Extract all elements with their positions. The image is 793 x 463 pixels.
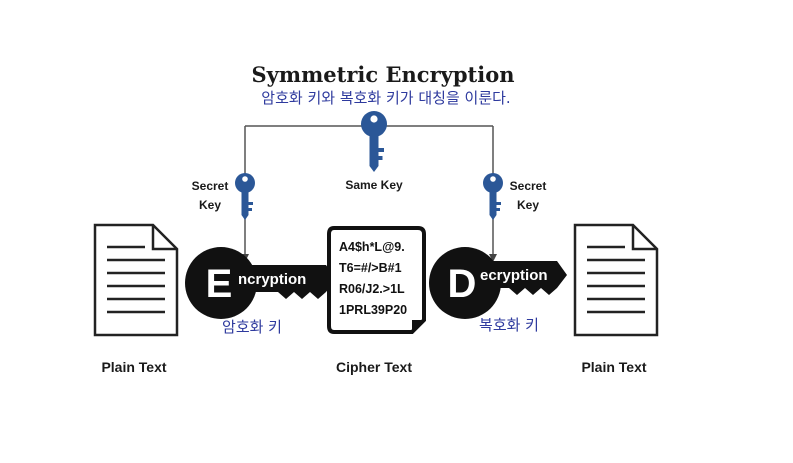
- secret-key-right-line2: Key: [517, 198, 539, 212]
- encryption-key-shape: [185, 247, 336, 319]
- cipher-line: 1PRL39P20: [339, 303, 407, 317]
- secret-key-left-icon: [235, 173, 255, 220]
- plain-text-right-label: Plain Text: [581, 359, 646, 375]
- encryption-letter: E: [206, 262, 233, 306]
- secret-key-left-line2: Key: [199, 198, 221, 212]
- cipher-text-label: Cipher Text: [336, 359, 412, 375]
- page-subtitle: 암호화 키와 복호화 키가 대칭을 이룬다.: [261, 89, 510, 107]
- encryption-label: ncryption: [238, 271, 306, 288]
- encryption-key-korean: 암호화 키: [222, 318, 282, 336]
- plain-text-right-document-icon: [573, 223, 659, 337]
- same-key-icon: [361, 111, 387, 172]
- same-key-label: Same Key: [345, 178, 403, 192]
- secret-key-left-line1: Secret: [192, 179, 229, 193]
- decryption-key-korean: 복호화 키: [479, 316, 539, 334]
- secret-key-right-line1: Secret: [510, 179, 547, 193]
- cipher-line: T6=#/>B#1: [339, 261, 402, 275]
- decryption-letter: D: [448, 262, 477, 306]
- plain-text-left-document-icon: [93, 223, 179, 337]
- cipher-line: A4$h*L@9.: [339, 240, 405, 254]
- secret-key-right-icon: [483, 173, 503, 220]
- decryption-key-shape: [429, 247, 567, 319]
- cipher-text-document-icon: [327, 226, 426, 334]
- plain-text-left-label: Plain Text: [101, 359, 166, 375]
- cipher-line: R06/J2.>1L: [339, 282, 405, 296]
- decryption-label: ecryption: [480, 267, 548, 284]
- page-title: Symmetric Encryption: [252, 62, 515, 87]
- cipher-text-lines: A4$h*L@9. T6=#/>B#1 R06/J2.>1L 1PRL39P20: [339, 240, 407, 317]
